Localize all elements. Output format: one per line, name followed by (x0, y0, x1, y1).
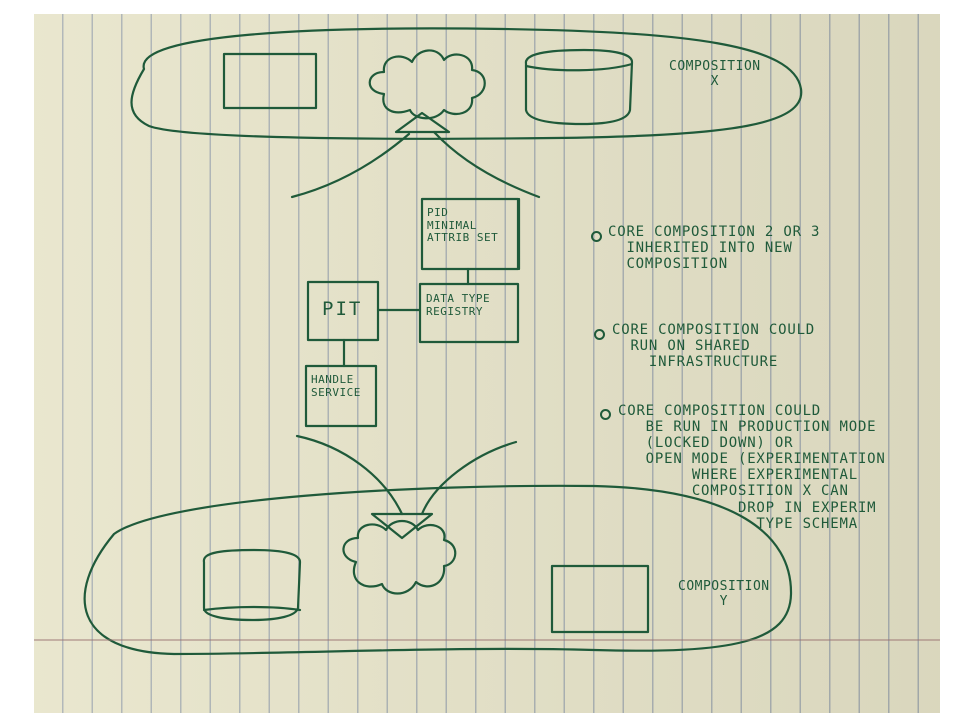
composition-y-label: COMPOSITION Y (678, 579, 770, 609)
composition-y-tray-base (202, 605, 302, 612)
sketch-drawing (83, 27, 803, 656)
note-2-bullet (594, 329, 605, 340)
composition-x-funnel-left (290, 132, 411, 199)
composition-y-tray (202, 548, 302, 622)
note-3-bullet (600, 409, 611, 420)
handle-service-label: HANDLE SERVICE (311, 373, 361, 399)
note-3-text: CORE COMPOSITION COULD BE RUN IN PRODUCT… (618, 403, 886, 532)
composition-y-rectangle (550, 564, 650, 634)
data-type-registry-label: DATA TYPE REGISTRY (426, 292, 491, 318)
composition-y-funnel-left (295, 434, 404, 516)
composition-x-label: COMPOSITION X (669, 59, 761, 89)
data-type-registry-box (418, 282, 520, 344)
composition-y-funnel-right (420, 440, 518, 516)
composition-x-rectangle (222, 52, 318, 110)
notebook-paper: COMPOSITION X COMPOSITION Y PID MINIMAL … (34, 14, 940, 713)
composition-x-triangle (394, 111, 451, 134)
composition-x-cloud (368, 49, 486, 120)
composition-y-cloud (342, 519, 457, 595)
handle-service-box (304, 364, 378, 428)
pid-box-label: PID MINIMAL ATTRIB SET (427, 206, 499, 245)
composition-y-triangle (370, 512, 434, 540)
note-1-bullet (591, 231, 602, 242)
note-1-text: CORE COMPOSITION 2 OR 3 INHERITED INTO N… (608, 224, 821, 273)
composition-x-ellipse (130, 27, 803, 140)
composition-y-ellipse (83, 484, 793, 656)
pit-label: PIT (322, 298, 363, 320)
composition-x-funnel-right (432, 130, 541, 199)
composition-x-tray (524, 48, 634, 126)
composition-x-tray-rim (524, 62, 634, 72)
note-2-text: CORE COMPOSITION COULD RUN ON SHARED INF… (612, 322, 816, 371)
